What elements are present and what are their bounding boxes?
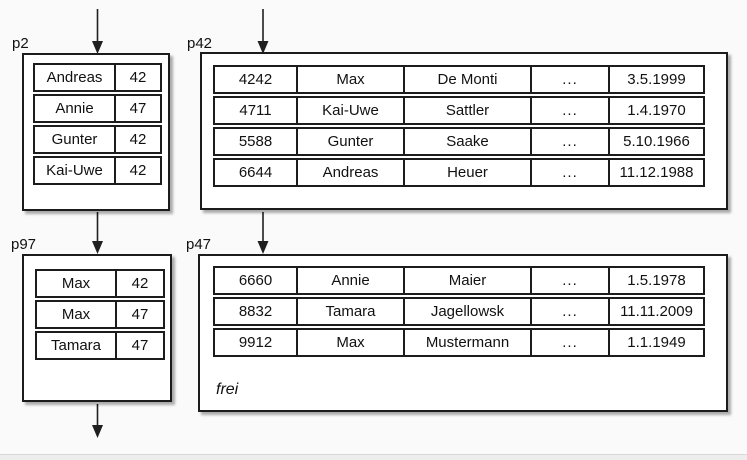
cell-key: Gunter <box>33 125 116 154</box>
page-label-p47: p47 <box>186 236 212 253</box>
table-row: Max 47 <box>35 300 165 329</box>
cell-firstname: Annie <box>298 266 405 295</box>
arrow-down-into-p2 <box>92 9 103 54</box>
page-label-p42: p42 <box>187 35 213 52</box>
arrow-down-into-p42 <box>257 9 269 54</box>
cell-id: 4711 <box>213 96 298 125</box>
cell-id: 4242 <box>213 65 298 94</box>
table-row: 8832 Tamara Jagellowsk ... 11.11.2009 <box>213 297 705 326</box>
cell-firstname: Max <box>298 65 405 94</box>
cell-lastname: Jagellowsk <box>405 297 532 326</box>
cell-id: 6644 <box>213 158 298 187</box>
cell-date: 1.5.1978 <box>610 266 705 295</box>
cell-pointer: 42 <box>116 125 162 154</box>
cell-pointer: 47 <box>117 331 165 360</box>
table-row: 6660 Annie Maier ... 1.5.1978 <box>213 266 705 295</box>
cell-key: Max <box>35 269 117 298</box>
cell-firstname: Kai-Uwe <box>298 96 405 125</box>
page-box-p97: Max 42 Max 47 Tamara 47 <box>22 254 172 402</box>
cell-pointer: 42 <box>117 269 165 298</box>
table-row: Tamara 47 <box>35 331 165 360</box>
page-label-p97: p97 <box>11 236 37 253</box>
table-row: 6644 Andreas Heuer ... 11.12.1988 <box>213 158 705 187</box>
cell-ellipsis: ... <box>532 158 610 187</box>
cell-pointer: 42 <box>116 156 162 185</box>
key-table-p97: Max 42 Max 47 Tamara 47 <box>35 269 165 360</box>
cell-id: 6660 <box>213 266 298 295</box>
cell-ellipsis: ... <box>532 96 610 125</box>
cell-firstname: Andreas <box>298 158 405 187</box>
cell-date: 1.4.1970 <box>610 96 705 125</box>
table-row: 5588 Gunter Saake ... 5.10.1966 <box>213 127 705 156</box>
table-row: Kai-Uwe 42 <box>33 156 162 185</box>
table-row: 9912 Max Mustermann ... 1.1.1949 <box>213 328 705 357</box>
page-label-p2: p2 <box>12 35 29 52</box>
arrow-out-of-p97 <box>92 404 103 438</box>
cell-date: 11.11.2009 <box>610 297 705 326</box>
cell-lastname: Saake <box>405 127 532 156</box>
cell-firstname: Gunter <box>298 127 405 156</box>
table-row: 4711 Kai-Uwe Sattler ... 1.4.1970 <box>213 96 705 125</box>
cell-date: 5.10.1966 <box>610 127 705 156</box>
cell-key: Max <box>35 300 117 329</box>
window-bottom-edge <box>0 454 747 460</box>
free-space-label: frei <box>216 381 239 398</box>
table-row: Andreas 42 <box>33 63 162 92</box>
cell-lastname: Heuer <box>405 158 532 187</box>
table-row: Annie 47 <box>33 94 162 123</box>
page-box-p42: 4242 Max De Monti ... 3.5.1999 4711 Kai-… <box>200 52 728 210</box>
cell-pointer: 42 <box>116 63 162 92</box>
table-row: 4242 Max De Monti ... 3.5.1999 <box>213 65 705 94</box>
cell-lastname: Maier <box>405 266 532 295</box>
cell-firstname: Max <box>298 328 405 357</box>
page-box-p47: 6660 Annie Maier ... 1.5.1978 8832 Tamar… <box>198 254 728 412</box>
record-table-p47: 6660 Annie Maier ... 1.5.1978 8832 Tamar… <box>213 266 705 357</box>
cell-firstname: Tamara <box>298 297 405 326</box>
cell-lastname: Sattler <box>405 96 532 125</box>
cell-key: Tamara <box>35 331 117 360</box>
cell-lastname: De Monti <box>405 65 532 94</box>
cell-date: 3.5.1999 <box>610 65 705 94</box>
record-table-p42: 4242 Max De Monti ... 3.5.1999 4711 Kai-… <box>213 65 705 187</box>
cell-key: Annie <box>33 94 116 123</box>
cell-id: 5588 <box>213 127 298 156</box>
cell-id: 9912 <box>213 328 298 357</box>
cell-ellipsis: ... <box>532 127 610 156</box>
arrow-p2-to-p97 <box>92 212 103 254</box>
cell-ellipsis: ... <box>532 297 610 326</box>
cell-ellipsis: ... <box>532 65 610 94</box>
cell-pointer: 47 <box>116 94 162 123</box>
arrow-p42-to-p47 <box>257 212 269 254</box>
cell-ellipsis: ... <box>532 328 610 357</box>
page-box-p2: Andreas 42 Annie 47 Gunter 42 Kai-Uwe 42 <box>22 53 170 211</box>
cell-ellipsis: ... <box>532 266 610 295</box>
cell-key: Andreas <box>33 63 116 92</box>
cell-lastname: Mustermann <box>405 328 532 357</box>
key-table-p2: Andreas 42 Annie 47 Gunter 42 Kai-Uwe 42 <box>33 63 162 185</box>
cell-date: 11.12.1988 <box>610 158 705 187</box>
table-row: Max 42 <box>35 269 165 298</box>
table-row: Gunter 42 <box>33 125 162 154</box>
cell-key: Kai-Uwe <box>33 156 116 185</box>
cell-pointer: 47 <box>117 300 165 329</box>
cell-id: 8832 <box>213 297 298 326</box>
cell-date: 1.1.1949 <box>610 328 705 357</box>
